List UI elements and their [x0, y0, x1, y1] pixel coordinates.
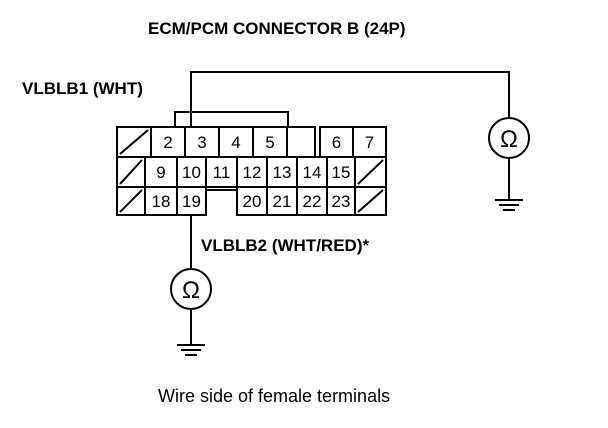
terminal-cell: [352, 126, 387, 158]
terminal-number: 3: [197, 133, 206, 152]
terminal-number: 9: [156, 163, 165, 182]
terminal-number: 6: [332, 133, 341, 152]
terminal-number: 13: [273, 163, 292, 182]
blank-terminal-slash: [119, 159, 143, 185]
terminal-number: 23: [332, 192, 351, 211]
wire-vlblb1: [190, 71, 510, 160]
terminal-number: 5: [265, 133, 274, 152]
connector-latch: [174, 111, 289, 127]
wire-label-vlblb1: VLBLB1 (WHT): [22, 79, 143, 98]
terminal-cell: [326, 186, 356, 216]
terminal-number: 18: [152, 192, 171, 211]
terminal-number: 4: [231, 133, 240, 152]
wire-label-vlblb2: VLBLB2 (WHT/RED)*: [201, 236, 369, 255]
terminal-number: 21: [273, 192, 292, 211]
terminal-cell: [266, 186, 298, 216]
terminal-number: 2: [163, 133, 172, 152]
terminal-number: 22: [303, 192, 322, 211]
terminal-number: 20: [243, 192, 262, 211]
terminal-number: 15: [332, 163, 351, 182]
caption: Wire side of female terminals: [158, 386, 390, 406]
terminal-number: 10: [182, 163, 201, 182]
terminal-number: 7: [365, 133, 374, 152]
terminal-number: 14: [303, 163, 322, 182]
diagram-title: ECM/PCM CONNECTOR B (24P): [148, 19, 406, 38]
terminal-cell: [176, 186, 207, 216]
ohmmeter-right: Ω: [488, 117, 530, 200]
ground-icon: [177, 344, 205, 356]
terminal-cell: [252, 126, 288, 158]
ohm-icon: Ω: [182, 277, 200, 304]
blank-terminal-slash: [119, 189, 143, 213]
terminal-number: 11: [213, 163, 231, 182]
terminal-number: 12: [243, 163, 262, 182]
ground-icon: [495, 199, 523, 211]
blank-terminal-slash: [119, 129, 149, 155]
ohm-icon: Ω: [500, 126, 518, 153]
blank-terminal-slash: [357, 159, 384, 185]
ohmmeter-left: Ω: [170, 268, 212, 345]
terminal-number: 19: [182, 192, 201, 211]
terminal-cell: [319, 126, 354, 158]
blank-terminal-slash: [357, 189, 384, 213]
terminal-cell: [236, 186, 268, 216]
